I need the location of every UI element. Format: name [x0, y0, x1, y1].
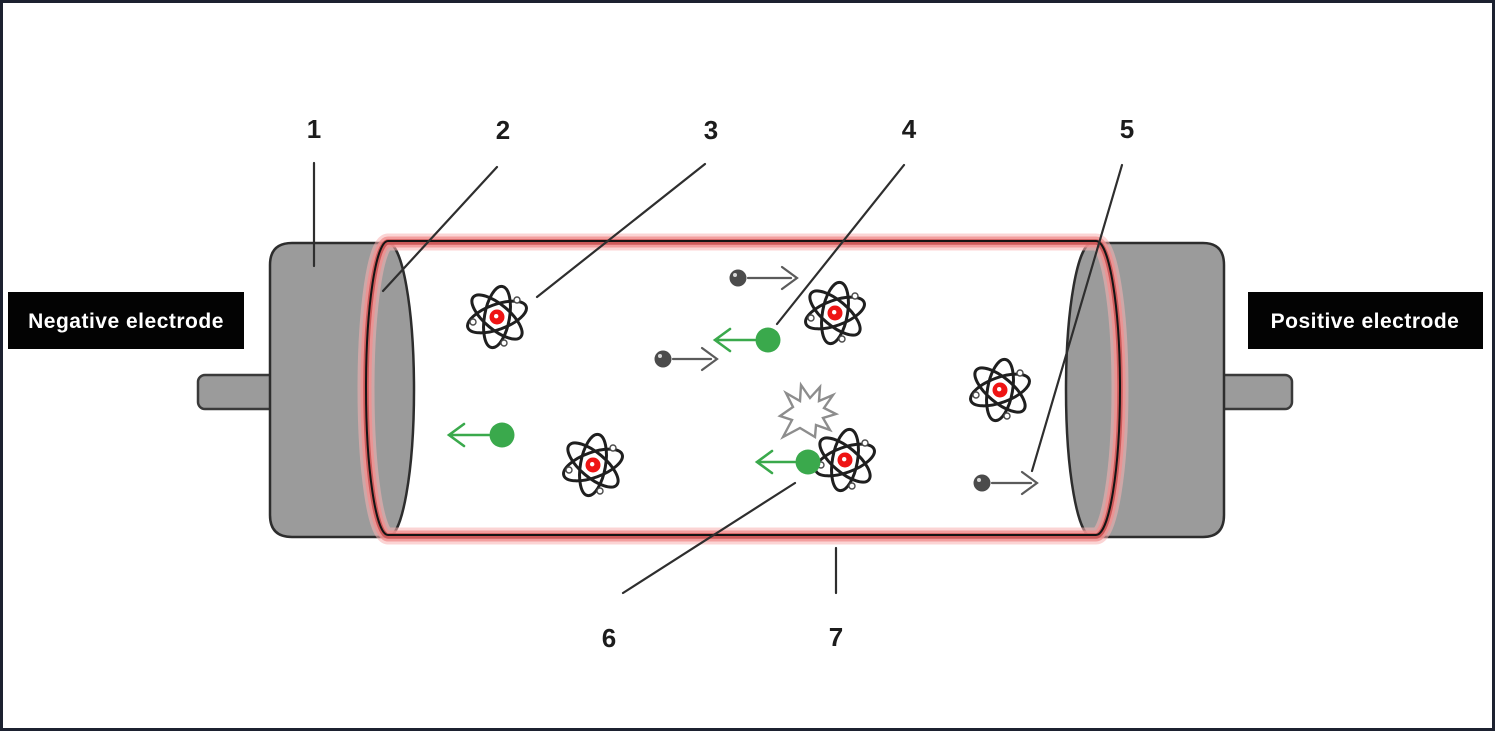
- negative-electrode-label: Negative electrode: [28, 310, 224, 333]
- positive-electrode-label: Positive electrode: [1271, 310, 1460, 333]
- ion-right-arrow: [671, 346, 719, 372]
- electron-left-arrow: [754, 449, 797, 475]
- electron-icon: [795, 449, 821, 475]
- atom-icon: [558, 430, 628, 500]
- ion-arrows: [671, 265, 1039, 496]
- atom-icon: [800, 278, 870, 348]
- negative-electrode-label-box: [8, 292, 244, 349]
- leader-line-3: [535, 162, 707, 299]
- atom-icon: [810, 425, 880, 495]
- electron-left-arrow: [446, 422, 491, 448]
- electrode-labels: Negative electrode Positive electrode: [8, 292, 1483, 349]
- leader-line-2: [381, 165, 499, 293]
- callout-number-7: 7: [829, 622, 843, 652]
- ion-right-arrow: [990, 470, 1039, 496]
- callout-number-5: 5: [1120, 114, 1134, 144]
- leader-lines: [312, 161, 1124, 595]
- callout-number-4: 4: [902, 114, 917, 144]
- collision-starburst-icon: [777, 381, 840, 440]
- left-electrode-cap: [268, 241, 416, 539]
- callout-numbers: 1 2 3 4 5 6 7: [307, 114, 1134, 653]
- atom-icon: [965, 355, 1035, 425]
- left-terminal-pin: [196, 373, 280, 411]
- callout-number-6: 6: [602, 623, 616, 653]
- atom-icon: [462, 282, 532, 352]
- leader-line-4: [775, 163, 906, 326]
- ion-right-arrow: [746, 265, 799, 291]
- electron-arrows: [446, 327, 797, 475]
- leader-line-5: [1030, 163, 1124, 473]
- leader-line-6: [621, 481, 797, 595]
- electron-icon: [755, 327, 781, 353]
- callout-number-3: 3: [704, 115, 718, 145]
- callout-number-1: 1: [307, 114, 321, 144]
- positive-electrode-label-box: [1248, 292, 1483, 349]
- ion-icon: [729, 269, 747, 287]
- glass-black-outline: [365, 240, 1121, 536]
- right-terminal-pin: [1214, 373, 1294, 411]
- callout-number-2: 2: [496, 115, 510, 145]
- glass-tube: [357, 233, 1129, 545]
- electron-icon: [489, 422, 515, 448]
- electron-left-arrow: [712, 327, 757, 353]
- ion-icon: [973, 474, 991, 492]
- right-electrode-cap: [1064, 241, 1226, 539]
- ion-icon: [654, 350, 672, 368]
